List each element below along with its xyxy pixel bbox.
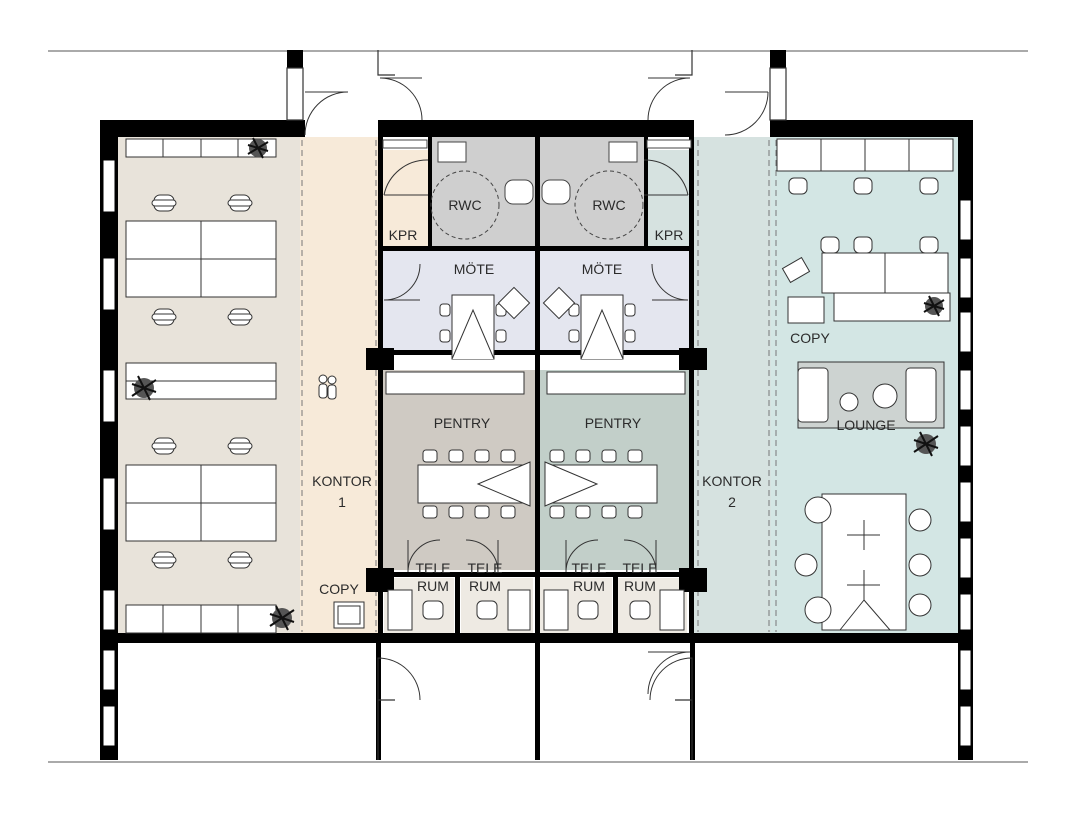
chair-k2-4: [820, 236, 840, 254]
chair-k2-1: [788, 177, 808, 195]
rwc-right-label: RWC: [592, 197, 625, 213]
kontor1-label-line1: KONTOR: [312, 473, 372, 489]
person-icon: [318, 374, 337, 400]
telerum-2-label-line1: TELE: [467, 560, 502, 576]
rwc-fixtures: [382, 139, 692, 240]
chair-k1-4: [227, 308, 253, 326]
plant-icon: [923, 295, 945, 317]
kontor2-corridor-floor: [691, 137, 771, 633]
mote-left-label: MÖTE: [454, 260, 494, 277]
lounge-label: LOUNGE: [836, 417, 895, 433]
telerum-3-label-line2: RUM: [573, 578, 605, 594]
plant-icon: [131, 375, 157, 401]
telerum-furniture: [387, 589, 685, 631]
copy-left-label: COPY: [319, 581, 359, 597]
kontor1-label-line2: 1: [338, 494, 346, 510]
telerum-4-label-line1: TELE: [622, 560, 657, 576]
windows: [102, 159, 972, 747]
chair-k2-5: [853, 236, 873, 254]
kontor1-corridor-floor: [300, 137, 378, 633]
chair-k2-6: [919, 236, 939, 254]
telerum-3-label-line1: TELE: [571, 560, 606, 576]
pentry-right-chairs-top: [549, 449, 643, 463]
pentry-left-label: PENTRY: [434, 415, 491, 431]
kpr-left-label: KPR: [389, 227, 418, 243]
chair-k1-7: [151, 551, 177, 569]
chair-k1-3: [151, 308, 177, 326]
kontor2-label-line2: 2: [728, 494, 736, 510]
kpr-left-floor: [378, 150, 428, 246]
mote-right-label: MÖTE: [582, 260, 622, 277]
chair-k1-5: [151, 437, 177, 455]
mote-furniture: [439, 286, 636, 360]
office-chairs: [151, 177, 939, 569]
telerum-2-label-line2: RUM: [469, 578, 501, 594]
plant-icon: [247, 137, 269, 159]
pentry-furniture: [385, 371, 686, 519]
pentry-right-chairs-bottom: [549, 505, 643, 519]
kontor1-furniture: [125, 138, 365, 634]
kontor2-label-line1: KONTOR: [702, 473, 762, 489]
plants: [131, 137, 945, 631]
chair-k2-2: [853, 177, 873, 195]
doors: [304, 77, 769, 701]
chair-k1-1: [151, 194, 177, 212]
copy-right-label: COPY: [790, 330, 830, 346]
chair-k1-2: [227, 194, 253, 212]
telerum-1-label-line1: TELE: [415, 560, 450, 576]
telerum-1-label-line2: RUM: [417, 578, 449, 594]
chair-k1-8: [227, 551, 253, 569]
kontor2-furniture: [776, 138, 954, 631]
kpr-right-label: KPR: [655, 227, 684, 243]
telerum-4-label-line2: RUM: [624, 578, 656, 594]
rwc-left-label: RWC: [448, 197, 481, 213]
plant-icon: [269, 605, 295, 631]
chair-k1-6: [227, 437, 253, 455]
chair-k2-3: [919, 177, 939, 195]
plant-icon: [913, 431, 939, 457]
pentry-left-chairs-bottom: [422, 505, 516, 519]
pentry-left-chairs-top: [422, 449, 516, 463]
pentry-right-label: PENTRY: [585, 415, 642, 431]
